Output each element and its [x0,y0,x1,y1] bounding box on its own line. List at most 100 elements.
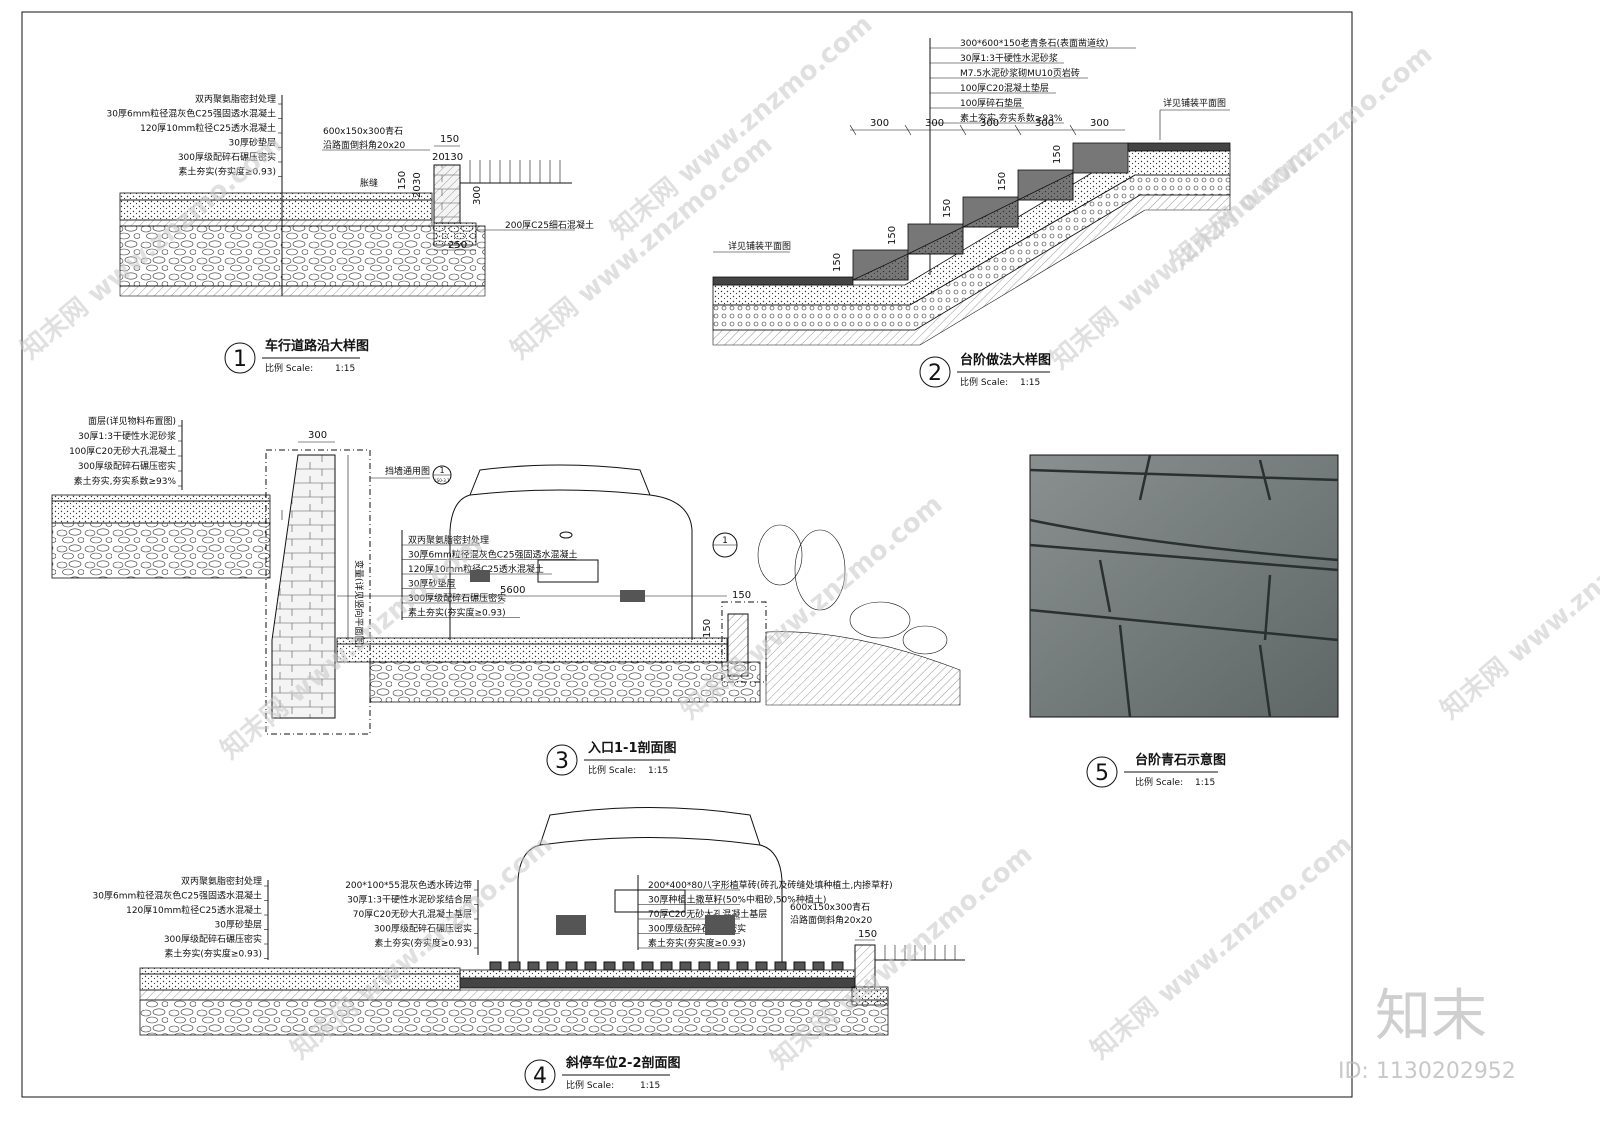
d1-curb-note: 沿路面倒斜角20x20 [323,139,406,151]
d3-wall-vertical: 变量(详见竖向平面图) [353,560,365,648]
d3-scale-value: 1:15 [648,766,668,776]
d2-right-note: 详见铺装平面图 [1163,97,1226,109]
d1-layer-0: 双丙聚氨脂密封处理 [195,93,276,105]
d3-road-layer-0: 双丙聚氨脂密封处理 [408,534,489,546]
d2-dim-h-4: 300 [1090,118,1109,129]
grass-paver-block [660,961,673,971]
grass-paver-block [774,961,787,971]
d1-scale-label: 比例 Scale: [265,362,313,374]
d4-mid-layer-0: 200*100*55混灰色透水砖边带 [345,879,472,891]
grass-paver-block [603,961,616,971]
d2-layer-4: 100厚碎石垫层 [960,97,1022,109]
d2-dim-v-1: 150 [887,226,898,245]
d2-dim-v-3: 150 [997,172,1008,191]
d2-dim-h-1: 300 [925,118,944,129]
d3-scale-label: 比例 Scale: [588,764,636,776]
d1-layer-5: 素土夯实(夯实度≥0.93) [178,166,276,178]
d3-left-layer-2: 100厚C20无砂大孔混凝土 [69,445,176,457]
d4-road-layer-0: 双丙聚氨脂密封处理 [181,875,262,887]
d3-car-outline [449,464,693,640]
d4-scale-label: 比例 Scale: [566,1079,614,1091]
leader-line [904,124,912,136]
grass-paver-block [489,961,502,971]
d4-park-layer-0: 200*400*80八字形植草砖(砖孔及砖缝处填种植土,内掺草籽) [648,879,893,891]
d1-layer-1: 30厚6mm粒径混灰色C25强固透水混凝土 [107,108,276,120]
d5-scale-label: 比例 Scale: [1135,776,1183,788]
detail-5-stone-photo: 5 台阶青石示意图 比例 Scale: 1:15 [1029,454,1339,788]
d4-curb-dim: 150 [858,929,877,940]
d3-callout-sub: LS0-3.1 [434,478,450,483]
grass-paver-block [527,961,540,971]
d3-callout-2: 1 [722,536,728,546]
leader-line [1014,124,1022,136]
d3-curb-dim-top: 150 [732,590,751,601]
d3-number: 3 [555,749,569,774]
watermark-text-8: 知末网 www.znzmo.com [1085,829,1358,1065]
d4-mid-layer-2: 70厚C20无砂大孔混凝土基层 [353,908,472,920]
d3-title: 入口1-1剖面图 [588,740,677,756]
d2-dim-v-0: 150 [832,253,843,272]
sheet-frame [21,11,1353,1098]
d2-layer-5: 素土夯实,夯实系数≥93% [960,112,1063,124]
grass-paver-block [641,961,654,971]
grass-paver-block [717,961,730,971]
d4-curb-label: 600x150x300青石 [790,901,870,913]
d1-base-label: 200厚C25细石混凝土 [505,219,594,231]
d4-scale-value: 1:15 [640,1081,660,1091]
watermark-logo: 知末 [1375,984,1487,1049]
d4-curb-note: 沿路面倒斜角20x20 [790,914,873,926]
detail-2-steps-section: 300*600*150老青条石(表面凿道纹)30厚1:3干硬性水泥砂浆M7.5水… [712,37,1231,388]
d4-road-layer-1: 30厚6mm粒径混灰色C25强固透水混凝土 [93,890,262,902]
d1-layer-4: 300厚级配碎石碾压密实 [178,151,276,163]
d5-number: 5 [1095,761,1109,786]
d2-layer-1: 30厚1:3干硬性水泥砂浆 [960,52,1058,64]
d2-scale-value: 1:15 [1020,378,1040,388]
d3-curb-dim-side: 150 [702,619,713,638]
d3-left-layer-0: 面层(详见物料布置图) [88,415,176,427]
d2-dim-v-4: 150 [1052,145,1063,164]
d1-dim-20: 20 [432,152,445,163]
d4-mid-layer-3: 300厚级配碎石碾压密实 [374,923,472,935]
grass-paver-block [812,961,825,971]
d3-callout-number: 1 [439,466,444,475]
d3-shrubs [757,524,948,655]
d2-dim-v-2: 150 [942,199,953,218]
watermark-text-5: 知末网 www.znzmo.com [1435,489,1600,725]
detail-4-parking-section: 双丙聚氨脂密封处理30厚6mm粒径混灰色C25强固透水混凝土120厚10mm粒径… [93,807,965,1091]
grass-paver-block [793,961,806,971]
d1-scale-value: 1:15 [335,364,355,374]
d2-dim-h-2: 300 [980,118,999,129]
d4-park-layer-2: 70厚C20无砂大孔混凝土基层 [648,908,767,920]
d4-road-layer-4: 300厚级配碎石碾压密实 [164,933,262,945]
d3-wall-note: 挡墙通用图 [385,465,430,477]
d1-dim-150-top: 150 [440,134,459,145]
d1-dim-300: 300 [472,186,483,205]
d1-number: 1 [233,347,247,372]
d1-dim-130: 130 [444,152,463,163]
d2-dim-h-0: 300 [870,118,889,129]
d3-left-layer-3: 300厚级配碎石碾压密实 [78,460,176,472]
d3-road-layer-5: 素土夯实(夯实度≥0.93) [408,607,506,619]
grass-paver-block [584,961,597,971]
d4-mid-layer-4: 素土夯实(夯实度≥0.93) [374,937,472,949]
grass-paver-block [736,961,749,971]
d2-number: 2 [928,361,942,386]
d2-dim-h-3: 300 [1035,118,1054,129]
d2-layer-3: 100厚C20混凝土垫层 [960,82,1049,94]
d3-road-layer-2: 120厚10mm粒径C25透水混凝土 [408,563,544,575]
grass-paver-block [698,961,711,971]
d4-road-layer-3: 30厚砂垫层 [215,919,262,931]
grass-paver-block [508,961,521,971]
d2-left-note: 详见铺装平面图 [728,240,791,252]
d1-dim-20b: 20 [412,185,423,198]
d4-road-layer-5: 素土夯实(夯实度≥0.93) [164,948,262,960]
grass-paver-block [565,961,578,971]
d3-left-layer-4: 素土夯实,夯实系数≥93% [74,475,177,487]
d5-title: 台阶青石示意图 [1135,752,1226,768]
d3-road-layer-3: 30厚砂垫层 [408,578,455,590]
d1-curb-label: 600x150x300青石 [323,125,403,137]
grass-paver-block [755,961,768,971]
d1-seam-label: 胀缝 [360,177,378,189]
leader-line [849,124,857,136]
